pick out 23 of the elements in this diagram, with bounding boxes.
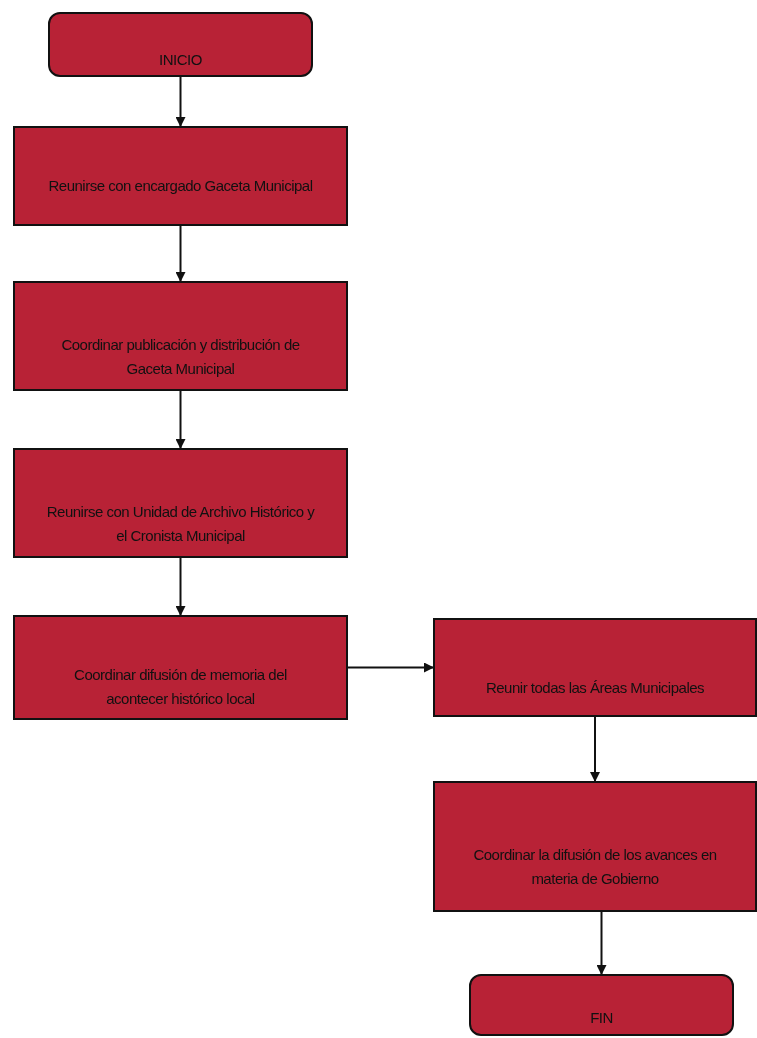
terminal-box xyxy=(469,974,734,1036)
arrow xyxy=(175,390,186,449)
process-box xyxy=(13,615,348,720)
arrow xyxy=(596,911,607,975)
arrow xyxy=(590,716,600,782)
step-text: Coordinar publicación y distribución de Gaceta Municipal xyxy=(60,335,301,379)
step-text: Coordinar difusión de memoria del acontecer histórico local xyxy=(73,665,288,709)
arrow xyxy=(175,557,186,616)
arrow xyxy=(175,225,186,282)
process-box xyxy=(433,618,757,717)
arrow xyxy=(175,76,186,127)
step-text: INICIO xyxy=(159,50,202,70)
process-box xyxy=(13,281,348,391)
process-box xyxy=(13,448,348,558)
step-text: Coordinar la difusión de los avances en materia de Gobierno xyxy=(472,845,718,889)
process-box xyxy=(13,126,348,226)
terminal-box xyxy=(48,12,313,77)
step-text: FIN xyxy=(590,1008,613,1028)
step-text: Reunirse con Unidad de Archivo Histórico y el Cronista Municipal xyxy=(45,502,316,546)
arrow xyxy=(347,662,434,673)
process-box xyxy=(433,781,757,912)
step-text: Reunir todas las Áreas Municipales xyxy=(485,678,705,698)
step-text: Reunirse con encargado Gaceta Municipal xyxy=(48,176,313,196)
